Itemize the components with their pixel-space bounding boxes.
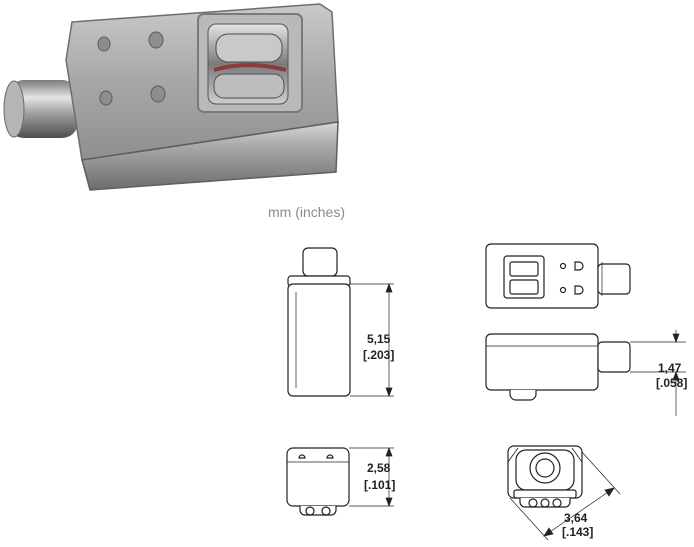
side-view [485, 333, 631, 401]
screw-icon [97, 36, 111, 52]
end-view [286, 447, 350, 516]
height-dimension [350, 283, 394, 397]
nozzle-mm: 1,47 [658, 361, 682, 375]
nozzle-dimension [630, 330, 686, 416]
diagonal-mm: 3,64 [564, 511, 588, 525]
product-photo [3, 3, 339, 191]
diagonal-dimension [509, 451, 621, 541]
height-in: [.203] [363, 348, 394, 362]
width-in: [.101] [364, 478, 395, 492]
screw-icon [99, 90, 113, 106]
front-view [287, 247, 351, 397]
screw-icon [148, 31, 164, 49]
width-mm: 2,58 [367, 461, 391, 475]
photo-nozzle [3, 80, 78, 138]
photo-body [65, 3, 339, 191]
width-dimension [349, 447, 394, 507]
screw-icon [150, 85, 166, 103]
top-view [485, 243, 631, 309]
height-mm: 5,15 [367, 332, 391, 346]
units-label: mm (inches) [268, 204, 346, 220]
nozzle-in: [.058] [656, 376, 687, 390]
nozzle-end-view [507, 445, 583, 508]
diagonal-in: [.143] [562, 525, 593, 539]
